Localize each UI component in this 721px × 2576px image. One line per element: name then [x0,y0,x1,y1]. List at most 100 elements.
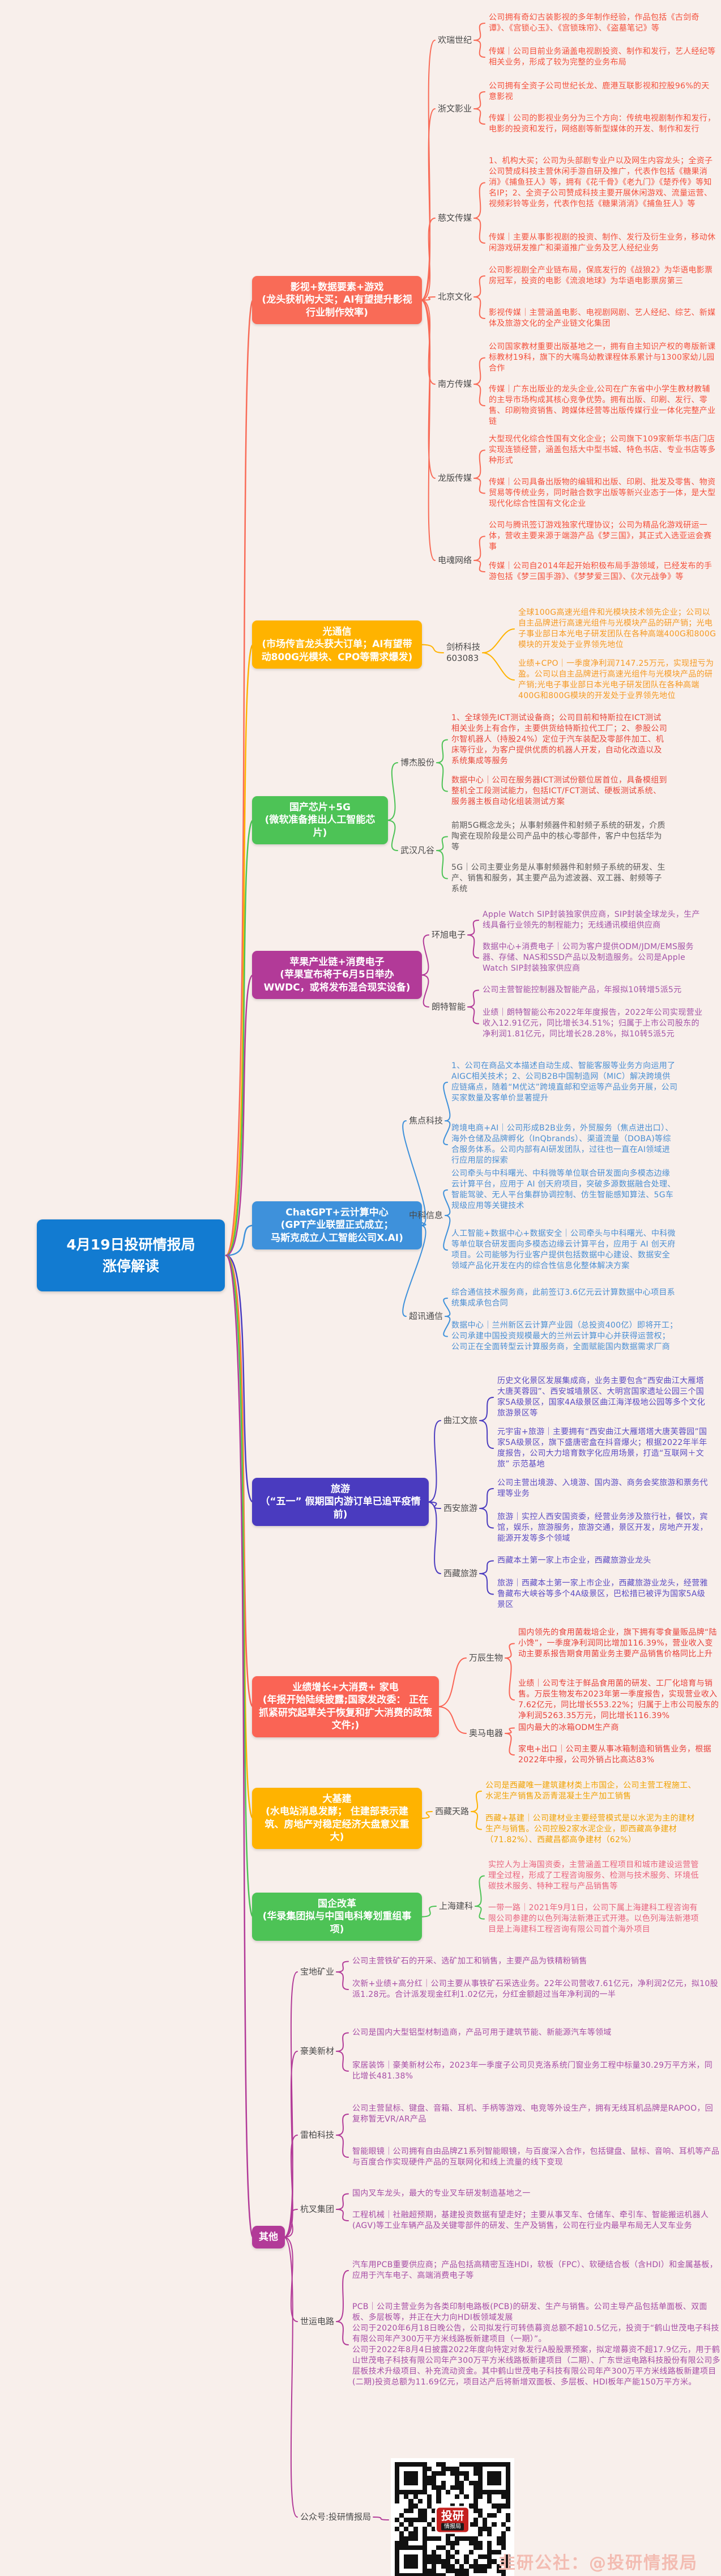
qr-cell [487,2540,492,2545]
note-paragraph-others-0-0: 公司主营铁矿石的开采、选矿加工和销售，主要产品为铁精粉销售 [352,1957,587,1966]
qr-cell [473,2503,478,2509]
qr-cell [445,2467,450,2472]
stock-label-film-4[interactable]: 南方传媒 [438,379,472,389]
note-paragraph-others-3-1: 工程机械｜社融超预期，基建投资数据有望走好；主要从事叉车、仓储车、牵引车、智能搬… [352,2211,709,2230]
qr-cell [408,2569,413,2573]
qr-cell [483,2550,487,2554]
stock-label-film-2[interactable]: 慈文传媒 [438,212,472,223]
stock-label-film-1[interactable]: 浙文影业 [438,103,472,114]
qr-cell [450,2471,455,2476]
qr-cell [422,2568,428,2573]
qr-cell [408,2513,413,2518]
branch-node-chip5g[interactable]: 国产芯片+5G (微软准备推出人工智能芯片) [252,796,388,845]
qr-cell [427,2527,432,2531]
stock-label-film-6[interactable]: 电魂网络 [438,555,472,566]
note-paragraph-infra-0-0: 公司是西藏唯一建筑建材类上市国企，公司主营工程施工、水泥生产销售及沥青混凝土生产… [485,1781,696,1801]
qr-cell [483,2517,488,2523]
qr-cell [413,2462,418,2467]
qr-cell [473,2513,478,2518]
branch-node-earnings[interactable]: 业绩增长+大消费+ 家电 (年报开始陆续披露;国家发改委： 正在抓紧研究起草关于… [252,1676,439,1737]
stock-label-travel-1[interactable]: 西安旅游 [443,1503,478,1514]
connector [283,1971,298,2238]
stock-label-others-4[interactable]: 世运电路 [300,2316,335,2327]
qr-cell [404,2531,408,2536]
connector [336,2321,349,2345]
connector [473,384,485,406]
qr-cell [492,2531,496,2536]
stock-label-others-3[interactable]: 杭叉集团 [300,2204,335,2214]
stock-label-apple-1[interactable]: 朗特智能 [432,1001,466,1012]
stock-label-earnings-0[interactable]: 万辰生物 [469,1652,504,1663]
qr-cell [492,2476,497,2481]
qr-cell [399,2476,404,2480]
stock-label-chatgpt-2[interactable]: 超讯通信 [409,1311,443,1321]
connector [336,2051,349,2072]
note-paragraph-others-3-0: 国内叉车龙头，最大的专业叉车研发制造基地之一 [352,2189,531,2198]
stock-label-others-0[interactable]: 宝地矿业 [300,1966,335,1977]
qr-cell [505,2564,510,2569]
stock-label-chatgpt-1[interactable]: 中科信息 [409,1210,443,1221]
qr-cell [436,2541,441,2545]
branch-node-apple[interactable]: 苹果产业链+消费电子 (苹果宣布将于6月5日举办WWDC，或将发布混合现实设备) [252,951,422,1000]
qr-cell [432,2476,437,2481]
central-topic-node[interactable]: 4月19日投研情报局 涨停解读 [37,1219,225,1291]
qr-cell [468,2480,473,2485]
stock-label-others-5[interactable]: 公众号:投研情报局 [300,2511,372,2522]
connector [427,1501,441,1509]
qr-cell [436,2554,441,2560]
branch-node-travel[interactable]: 旅游 （“五一” 假期国内游订单已追平疫情前) [252,1478,429,1527]
stock-label-infra-0[interactable]: 西藏天路 [435,1806,470,1817]
qr-cell [477,2489,483,2495]
qr-cell [450,2550,455,2554]
stock-label-film-3[interactable]: 北京文化 [438,291,472,302]
qr-cell [432,2541,436,2545]
stock-label-soe-0[interactable]: 上海建科 [439,1901,473,1911]
branch-node-soe[interactable]: 国企改革 (华录集团拟与中国电科筹划重组事项) [252,1893,422,1941]
branch-node-others[interactable]: 其他 [252,2226,285,2249]
qr-cell [455,2471,460,2476]
connector [437,1706,467,1734]
qr-cell [487,2499,492,2504]
connector [473,560,485,572]
qr-cell [427,2564,432,2569]
qr-cell [404,2517,409,2523]
qr-cell [478,2518,483,2522]
qr-cell [413,2471,418,2476]
qr-cell [496,2489,501,2495]
qr-cell [473,2476,478,2480]
note-paragraph-optical-0-1: 业绩+CPO｜一季度净利润7147.25万元，实现扭亏为盈。公司以自主品牌进行高… [518,659,714,700]
qr-cell [408,2527,413,2531]
stock-label-optical-0[interactable]: 剑桥科技 603083 [446,641,481,664]
note-paragraph-earnings-0-1: 业绩｜公司专注于鲜品食用菌的研发、工厂化培育与销售。万辰生物发布2023年第一季… [518,1679,719,1720]
qr-cell [445,2554,450,2560]
qr-cell [399,2485,404,2490]
qr-cell [395,2540,400,2545]
branch-node-infra[interactable]: 大基建 (水电站消息发酵； 住建部表示建筑、房地产对稳定经济大盘意义重大) [252,1788,422,1849]
qr-cell [483,2568,488,2573]
stock-label-film-0[interactable]: 欢瑞世纪 [438,35,472,45]
stock-label-apple-0[interactable]: 环旭电子 [432,929,466,940]
qr-cell [468,2564,473,2569]
stock-label-chip5g-0[interactable]: 博杰股份 [400,757,435,768]
qr-cell [418,2559,423,2564]
branch-node-optical[interactable]: 光通信 (市场传言龙头获大订单；AI有望带动800G光模块、CPO等需求爆发) [252,620,422,669]
qr-cell [505,2476,510,2481]
qr-cell [395,2545,400,2551]
stock-label-others-1[interactable]: 豪美新材 [300,2046,335,2056]
stock-label-chatgpt-0[interactable]: 焦点科技 [409,1115,443,1126]
stock-label-travel-0[interactable]: 曲江文旅 [443,1415,478,1426]
connector [473,478,485,494]
stock-label-film-5[interactable]: 龙版传媒 [438,473,472,483]
qr-cell [404,2489,409,2495]
qr-cell [423,2494,427,2499]
qr-cell [487,2559,492,2564]
branch-node-film[interactable]: 影视+数据要素+游戏 (龙头获机构大买；AI有望提升影视行业制作效率) [252,276,422,325]
stock-label-others-2[interactable]: 雷柏科技 [300,2129,335,2140]
qr-cell [417,2489,423,2495]
branch-node-chatgpt[interactable]: ChatGPT+云计算中心 (GPT产业联盟正式成立； 马斯克成立人工智能公司X… [252,1201,422,1250]
stock-label-chip5g-1[interactable]: 武汉凡谷 [400,845,435,856]
stock-label-earnings-1[interactable]: 奥马电器 [469,1728,504,1738]
qr-cell [395,2513,399,2518]
stock-label-travel-2[interactable]: 西藏旅游 [443,1568,478,1579]
qr-cell [422,2554,428,2560]
